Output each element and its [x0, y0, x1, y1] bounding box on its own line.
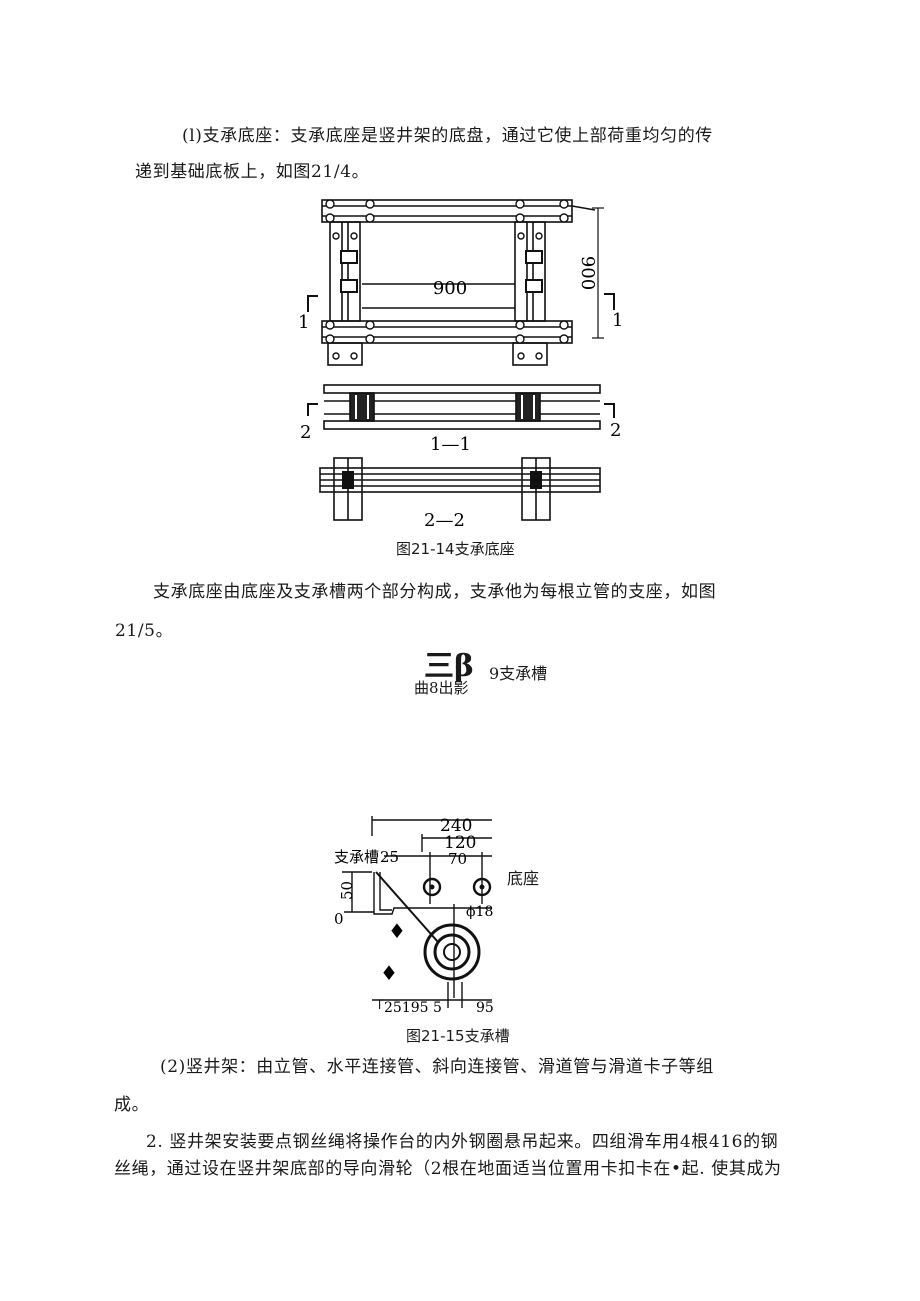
- section1-right: 1: [612, 310, 623, 331]
- dim-50: 50: [338, 881, 356, 900]
- para4-line1: 2. 竖井架安装要点钢丝绳将操作台的内外钢圈悬吊起来。四组滑车用4根416的钢: [146, 1132, 779, 1152]
- section1-label: 1—1: [430, 434, 471, 455]
- garbled-below: 曲8出影: [414, 679, 469, 697]
- bottom-dims: 「25195 5: [370, 1000, 442, 1016]
- dim-horizontal: 900: [433, 278, 467, 299]
- left-post: [329, 221, 361, 322]
- garbled-right: 9支承槽: [489, 664, 548, 683]
- section2-label: 2—2: [424, 510, 465, 531]
- dim-70: 70: [448, 850, 467, 868]
- dim-0: 0: [334, 910, 344, 928]
- para2-line2: 21/5。: [115, 621, 174, 641]
- figure-support-base: 900 900 1 1 2 2 1—1 2—2: [298, 199, 623, 531]
- para3-line1: (2)竖井架：由立管、水平连接管、斜向连接管、滑道管与滑道卡子等组: [160, 1057, 714, 1077]
- section1-left: 1: [298, 312, 309, 333]
- dim-phi18: ϕ18: [466, 904, 493, 920]
- top-beam: [321, 199, 573, 223]
- fig1-caption: 图21-14支承底座: [396, 540, 515, 558]
- diamond-2: ♦: [380, 961, 398, 985]
- para1-line2: 递到基础底板上，如图21/4。: [135, 162, 370, 182]
- para2-line1: 支承底座由底座及支承槽两个部分构成，支承他为每根立管的支座，如图: [153, 582, 717, 602]
- bottom-beam: [321, 320, 573, 344]
- label-base: 底座: [507, 869, 540, 888]
- section2-right: 2: [610, 420, 621, 441]
- bottom-dims-2: 95: [476, 1000, 494, 1016]
- dim-120: 120: [444, 833, 476, 853]
- dim-vertical: 900: [577, 256, 598, 290]
- dim-25: 25: [380, 848, 399, 866]
- para3-line2: 成。: [114, 1095, 150, 1115]
- dim-240: 240: [440, 816, 472, 836]
- garbled-heading: 三β: [424, 649, 474, 684]
- right-post: [514, 221, 546, 322]
- diamond-1: ♦: [388, 919, 406, 943]
- fig2-caption: 图21-15支承槽: [406, 1027, 510, 1045]
- figure-support-trough: 240 120 支承槽 25 70 50 0 ϕ18 ♦ ♦ 「25195 5 …: [334, 816, 494, 1016]
- para4-line2: 丝绳，通过设在竖井架底部的导向滑轮（2根在地面适当位置用卡扣卡在•起. 使其成为: [114, 1159, 782, 1179]
- para1-line1: (l)支承底座：支承底座是竖井架的底盘，通过它使上部荷重均匀的传: [182, 126, 713, 146]
- label-trough: 支承槽: [334, 848, 379, 866]
- section2-left: 2: [300, 422, 311, 443]
